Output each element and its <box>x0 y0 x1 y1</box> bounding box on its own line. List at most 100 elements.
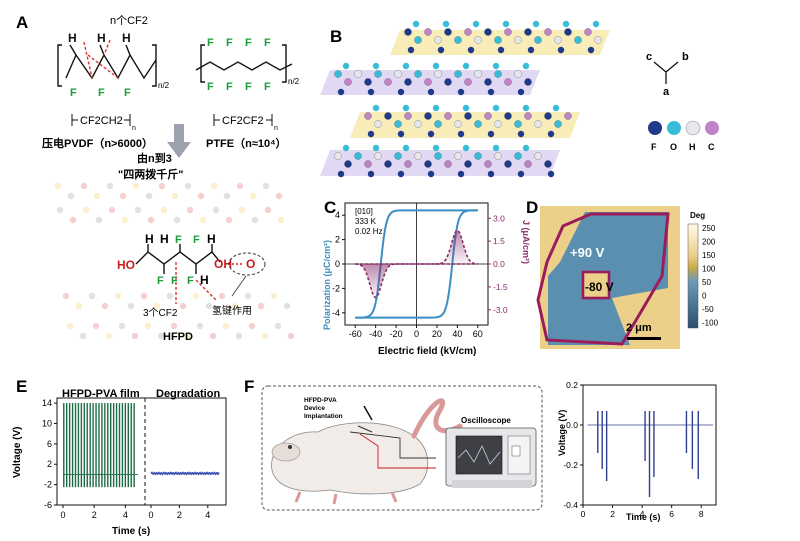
crystal-atom <box>364 78 372 86</box>
crystal-atom <box>454 152 462 160</box>
crystal-structure <box>320 20 610 178</box>
colorbar-title: Deg <box>690 211 705 220</box>
crystal-atom <box>374 152 382 160</box>
atom-h: H <box>145 232 154 246</box>
crystal-atom <box>384 160 392 168</box>
crystal-atom <box>464 112 472 120</box>
crystal-atom <box>464 78 472 86</box>
atom-f: F <box>226 81 233 93</box>
crystal-atom <box>552 104 560 112</box>
atom-f: F <box>245 81 252 93</box>
crystal-atom <box>524 78 532 86</box>
molecule-atom <box>277 216 285 224</box>
ptfe-subscript: n/2 <box>288 77 300 86</box>
atom-h: H <box>122 31 131 45</box>
molecule-atom <box>101 302 109 310</box>
molecule-atom <box>105 332 113 340</box>
crystal-atom <box>514 152 522 160</box>
molecule-atom <box>108 206 116 214</box>
molecule-atom <box>80 182 88 190</box>
atom-h: H <box>68 31 77 45</box>
chart-e-xtick-label: 2 <box>177 510 182 520</box>
molecule-atom <box>173 216 181 224</box>
crystal-atom <box>354 152 362 160</box>
crystal-atom <box>474 152 482 160</box>
crystal-atom <box>522 144 530 152</box>
crystal-atom <box>492 62 500 70</box>
molecule-atom <box>118 322 126 330</box>
chart-c-peak-fill-negative <box>355 264 478 298</box>
molecule-atom <box>157 332 165 340</box>
pvdf-formula-text: CF2CH2 <box>80 115 123 127</box>
pvdf-annotation: n个CF2 <box>110 14 148 27</box>
hbond-pointer <box>231 275 247 297</box>
crystal-atom <box>544 28 552 36</box>
crystal-atom <box>464 28 472 36</box>
crystal-atom <box>564 28 572 36</box>
pvdf-formula: CF2CH2 n <box>71 114 136 132</box>
molecule-atom <box>274 322 282 330</box>
hydroxyl-right: OH <box>214 257 232 271</box>
chart-c-xlabel: Electric field (kV/cm) <box>378 346 476 357</box>
crystal-atom <box>504 112 512 120</box>
molecule-atom <box>231 302 239 310</box>
molecule-atom <box>69 216 77 224</box>
molecule-atom <box>205 302 213 310</box>
crystal-atom <box>372 144 380 152</box>
crystal-atom <box>414 120 422 128</box>
molecule-atom <box>140 292 148 300</box>
molecule-atom <box>192 292 200 300</box>
molecule-atom <box>244 292 252 300</box>
chart-f-xtick-label: 4 <box>640 509 645 519</box>
atom-f: F <box>264 37 271 49</box>
chart-c-note-2: 333 K <box>355 217 377 226</box>
crystal-atom <box>344 160 352 168</box>
crystal-atom <box>517 170 525 178</box>
molecule-atom <box>147 216 155 224</box>
crystal-atom <box>344 78 352 86</box>
crystal-atom <box>412 20 420 28</box>
crystal-atom <box>557 46 565 54</box>
crystal-atom <box>432 62 440 70</box>
crystal-atom <box>474 36 482 44</box>
atom-f: F <box>175 234 182 246</box>
crystal-atom <box>367 170 375 178</box>
chart-e-frame <box>56 397 227 506</box>
crystal-atom <box>342 144 350 152</box>
crystal-atom <box>342 62 350 70</box>
crystal-atom <box>534 120 542 128</box>
crystal-atom <box>402 104 410 112</box>
crystal-atom <box>464 160 472 168</box>
panel-d: D +90 V -80 V 2 μm Deg 250200150100500-5… <box>526 198 719 349</box>
crystal-atom <box>444 28 452 36</box>
chart-e-degradation-line <box>150 471 220 476</box>
crystal-atom <box>334 70 342 78</box>
chart-f-ytick-label: 0.2 <box>566 380 578 390</box>
axis-indicator <box>653 61 679 84</box>
crystal-atom <box>404 78 412 86</box>
chart-c-ylabel-right: J (μA/cm²) <box>521 220 531 264</box>
atom-h: H <box>207 232 216 246</box>
crystal-atom <box>402 144 410 152</box>
molecule-atom <box>145 192 153 200</box>
crystal-atom <box>474 120 482 128</box>
crystal-atom <box>462 144 470 152</box>
atom-f: F <box>187 275 194 287</box>
panel-c-label: C <box>324 198 336 217</box>
crystal-atom <box>474 70 482 78</box>
axis-a: a <box>663 86 670 98</box>
hbond-label: 氢键作用 <box>212 304 252 317</box>
chart-e-xtick-label: 2 <box>92 510 97 520</box>
crystal-atom <box>404 112 412 120</box>
crystal-atom <box>594 36 602 44</box>
chart-c-ylabel-left: Polarization (μC/cm²) <box>322 240 332 330</box>
crystal-atom <box>374 120 382 128</box>
pfm-text-negative: -80 V <box>585 280 614 294</box>
crystal-atom <box>454 36 462 44</box>
crystal-atom <box>402 62 410 70</box>
crystal-atom <box>367 88 375 96</box>
chart-e-xtick-label: 4 <box>205 510 210 520</box>
atom-h: H <box>160 232 169 246</box>
